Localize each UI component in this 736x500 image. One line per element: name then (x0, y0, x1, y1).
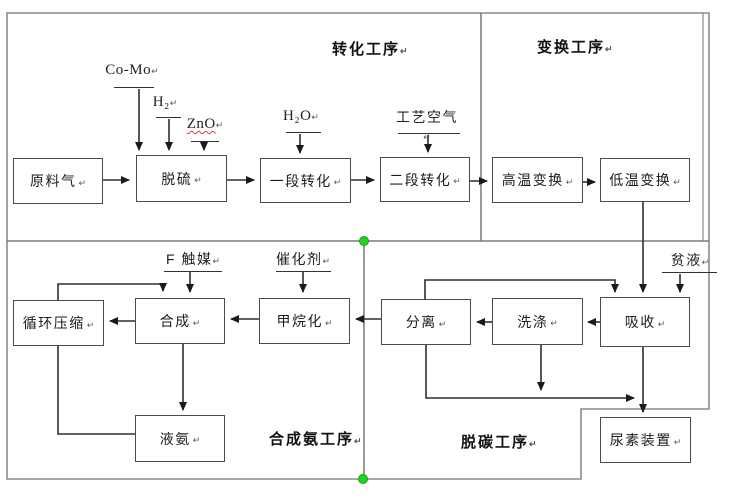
node-separation-label: 分离 (405, 314, 437, 330)
node-absorption: 吸收↵ (600, 297, 690, 347)
node-high-temp-shift: 高温变换↵ (492, 157, 583, 203)
underline-process-air (398, 133, 460, 134)
node-urea-unit: 尿素装置↵ (600, 417, 691, 463)
arrow-separation-recycle-to-absorption (424, 279, 619, 299)
section-title-decarb-text: 脱碳工序 (461, 434, 530, 451)
return-mark: ↵ (438, 318, 447, 329)
return-mark: ↵ (701, 257, 710, 267)
label-f-catalyst: F 触媒↵ (162, 249, 224, 269)
green-handle-top-icon[interactable] (359, 236, 369, 246)
return-mark: ↵ (529, 439, 537, 449)
label-zno-text: ZnO (186, 116, 216, 132)
node-primary-reforming-label: 一段转化 (269, 172, 332, 189)
node-low-temp-shift: 低温变换↵ (600, 158, 690, 202)
node-secondary-reforming: 二段转化↵ (380, 157, 470, 202)
label-catalyst: 催化剂↵ (274, 249, 332, 269)
node-recycle-compression-label: 循环压缩 (22, 315, 85, 331)
section-title-ammonia-text: 合成氨工序 (269, 431, 355, 448)
underline-catalyst (276, 271, 331, 272)
label-h2-text: H₂ (152, 94, 170, 110)
node-synthesis-label: 合成 (159, 313, 191, 329)
label-process-air: 工艺空气 ↵ (394, 107, 460, 143)
label-co-mo: Co-Mo↵ (104, 62, 160, 79)
node-desulfurization: 脱硫↵ (136, 155, 227, 202)
return-mark: ↵ (565, 176, 574, 187)
label-h2o-text: H₂O (283, 108, 312, 124)
return-mark: ↵ (453, 176, 461, 186)
node-washing-label: 洗涤 (517, 313, 549, 330)
line-liquid-ammonia-to-compression (57, 346, 135, 435)
label-h2o: H₂O↵ (280, 108, 322, 125)
arrow-separation-bottom-to-urea-line (425, 345, 635, 402)
label-zno: ZnO↵ (186, 116, 224, 133)
return-mark: ↵ (86, 319, 95, 330)
return-mark: ↵ (212, 256, 220, 266)
section-title-reforming: 转化工序↵ (332, 38, 408, 59)
node-methanation-label: 甲烷化 (276, 313, 323, 329)
node-primary-reforming: 一段转化↵ (260, 158, 351, 203)
node-washing: 洗涤↵ (492, 298, 583, 345)
return-mark: ↵ (169, 98, 178, 108)
underline-f-catalyst (164, 271, 222, 272)
node-low-temp-shift-label: 低温变换 (609, 172, 672, 188)
underline-lean-solution (662, 272, 717, 273)
label-f-catalyst-text: F 触媒 (166, 251, 213, 267)
underline-h2 (156, 117, 181, 118)
label-lean-solution-text: 贫液 (670, 252, 702, 268)
return-mark: ↵ (324, 317, 333, 328)
section-title-shift-text: 变换工序 (537, 39, 606, 56)
underline-zno (191, 141, 219, 142)
green-handle-bottom-icon[interactable] (358, 474, 368, 484)
return-mark: ↵ (194, 175, 202, 185)
return-mark: ↵ (78, 177, 87, 188)
node-separation: 分离↵ (381, 299, 471, 345)
arrow-compression-recycle-to-synthesis (57, 283, 167, 300)
underline-co-mo (114, 87, 154, 88)
return-mark: ↵ (673, 436, 682, 447)
node-methanation: 甲烷化↵ (259, 298, 350, 344)
node-absorption-label: 吸收 (624, 314, 656, 330)
return-mark: ↵ (192, 317, 201, 328)
return-mark: ↵ (657, 318, 666, 329)
node-high-temp-shift-label: 高温变换 (501, 172, 564, 188)
return-mark: ↵ (333, 177, 342, 187)
section-title-decarb: 脱碳工序↵ (461, 431, 537, 452)
return-mark: ↵ (151, 66, 159, 76)
node-urea-unit-label: 尿素装置 (609, 432, 672, 448)
return-mark: ↵ (215, 120, 224, 130)
return-mark: ↵ (605, 44, 613, 54)
return-mark: ↵ (311, 112, 319, 122)
return-mark: ↵ (400, 46, 408, 56)
underline-h2o (286, 132, 321, 133)
return-mark: ↵ (192, 435, 201, 445)
label-lean-solution: 贫液↵ (666, 250, 714, 270)
return-mark: ↵ (550, 318, 558, 328)
label-catalyst-text: 催化剂 (275, 251, 323, 267)
node-raw-gas: 原料气↵ (13, 158, 103, 204)
return-mark: ↵ (673, 176, 681, 187)
node-secondary-reforming-label: 二段转化 (389, 171, 452, 188)
node-recycle-compression: 循环压缩↵ (13, 300, 104, 346)
return-mark: ↵ (322, 256, 331, 266)
node-desulfurization-label: 脱硫 (161, 170, 193, 187)
node-synthesis: 合成↵ (135, 298, 225, 344)
label-process-air-text: 工艺空气 (396, 109, 458, 125)
label-h2: H₂↵ (150, 94, 180, 111)
outer-border (6, 12, 710, 480)
section-title-ammonia: 合成氨工序↵ (269, 428, 362, 449)
section-title-shift: 变换工序↵ (537, 36, 613, 57)
node-liquid-ammonia-label: 液氨 (159, 430, 191, 447)
section-title-reforming-text: 转化工序 (332, 41, 401, 58)
node-liquid-ammonia: 液氨↵ (135, 415, 225, 462)
label-co-mo-text: Co-Mo (105, 62, 152, 78)
return-mark: ↵ (423, 132, 431, 142)
return-mark: ↵ (354, 436, 362, 446)
node-raw-gas-label: 原料气 (29, 173, 77, 189)
